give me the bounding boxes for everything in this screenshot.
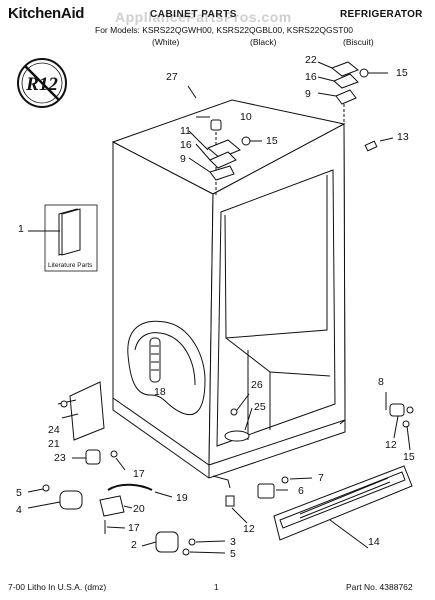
- brand-logo: KitchenAid: [8, 5, 85, 22]
- r12-badge: R12: [17, 58, 67, 108]
- callout-16-right: 16: [305, 71, 317, 83]
- page-title: CABINET PARTS: [150, 9, 237, 20]
- callout-25: 25: [254, 401, 266, 413]
- callout-24: 24: [48, 424, 60, 436]
- callout-5-left: 5: [16, 487, 22, 499]
- callout-8: 8: [378, 376, 384, 388]
- callout-15-top: 15: [396, 67, 408, 79]
- rear-bracket: [57, 381, 105, 441]
- variant-black: (Black): [250, 37, 277, 47]
- callout-20: 20: [133, 503, 145, 515]
- callout-12-bottom: 12: [243, 523, 255, 535]
- leveling-leg-bottom: [141, 531, 226, 556]
- callout-12-right: 12: [385, 439, 397, 451]
- callout-19: 19: [176, 492, 188, 504]
- callout-1: 1: [18, 223, 24, 235]
- watermark-text: AppliancePartsPros.com: [115, 9, 292, 25]
- callout-15-center: 15: [266, 135, 278, 147]
- drain-tube: [149, 337, 161, 383]
- callout-14: 14: [368, 536, 380, 548]
- callout-16-left: 16: [180, 139, 192, 151]
- callout-7: 7: [318, 472, 324, 484]
- callout-27: 27: [166, 71, 178, 83]
- callout-23: 23: [54, 452, 66, 464]
- callout-10: 10: [240, 111, 252, 123]
- variant-biscuit: (Biscuit): [343, 37, 374, 47]
- callout-15-bottom: 15: [403, 451, 415, 463]
- top-hinge-left: [188, 116, 262, 196]
- toe-grille: [273, 465, 413, 549]
- literature-label: Literature Parts: [48, 262, 93, 269]
- callout-11: 11: [180, 125, 191, 137]
- callout-4: 4: [16, 504, 22, 516]
- drain-fitting: [224, 393, 253, 442]
- callout-18: 18: [154, 386, 166, 398]
- callout-22: 22: [305, 54, 317, 66]
- callout-21: 21: [48, 438, 60, 450]
- literature-booklet: [28, 204, 98, 272]
- leveling-leg-left: [27, 484, 83, 510]
- center-bracket: [257, 476, 313, 499]
- footer-page-number: 1: [214, 582, 219, 592]
- front-roller: [72, 449, 101, 465]
- right-roller: [385, 392, 414, 451]
- footer-part-number: Part No. 4388762: [346, 582, 413, 592]
- callout-5-bottom: 5: [230, 548, 236, 560]
- callout-26: 26: [251, 379, 263, 391]
- variant-white: (White): [152, 37, 180, 47]
- callout-9-right: 9: [305, 88, 311, 100]
- footer-litho: 7-00 Litho In U.S.A. (dmz): [8, 582, 107, 592]
- r12-badge-text: R12: [25, 74, 58, 95]
- callout-17-lower: 17: [128, 522, 140, 534]
- callout-17-upper: 17: [133, 468, 145, 480]
- callout-3: 3: [230, 536, 236, 548]
- callout-2: 2: [131, 539, 137, 551]
- category-label: REFRIGERATOR: [340, 9, 423, 20]
- models-line: For Models: KSRS22QGWH00, KSRS22QGBL00, …: [95, 25, 353, 35]
- callout-13: 13: [397, 131, 409, 143]
- top-hinge-right: [317, 61, 394, 152]
- callout-6: 6: [298, 485, 304, 497]
- callout-9-left: 9: [180, 153, 186, 165]
- cabinet-shell: [111, 99, 346, 489]
